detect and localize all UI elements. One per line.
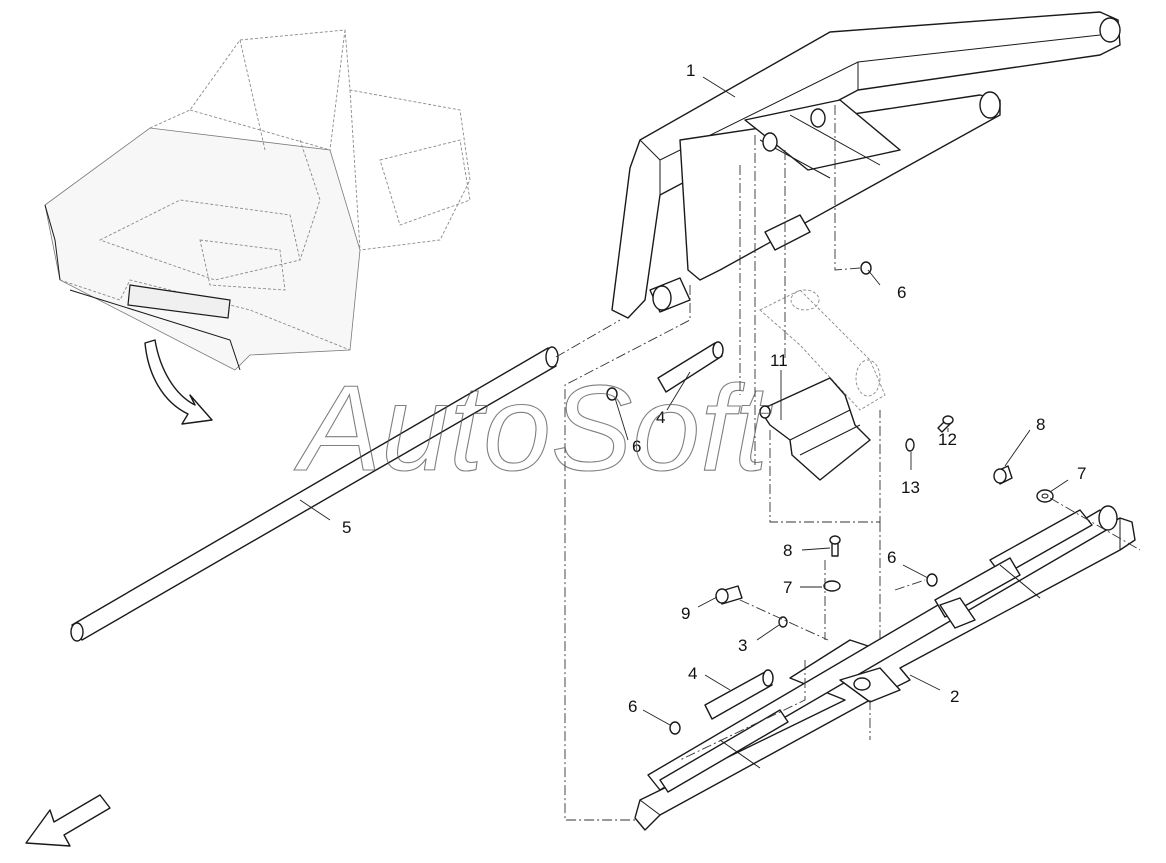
callout-11: 11 — [770, 351, 788, 370]
pin-part-4-upper — [657, 341, 724, 393]
callout-6-top: 6 — [897, 283, 906, 302]
curved-arrow-icon — [144, 339, 213, 425]
callout-6-right: 6 — [887, 548, 896, 567]
bracket-part-11 — [759, 289, 886, 481]
callout-8-lower: 8 — [783, 541, 792, 560]
callout-5: 5 — [342, 518, 351, 537]
callout-13: 13 — [901, 478, 920, 497]
fasteners — [606, 261, 1054, 735]
callout-1: 1 — [686, 61, 695, 80]
leader-lines — [299, 76, 1069, 726]
callout-6-bottom: 6 — [628, 697, 637, 716]
assembly-lines — [555, 105, 1141, 821]
callout-8-right: 8 — [1036, 415, 1045, 434]
upper-frame-part-1 — [611, 11, 1121, 319]
direction-arrow-icon — [25, 794, 111, 847]
pin-part-4-lower — [704, 669, 774, 720]
callout-12: 12 — [938, 430, 957, 449]
callout-7-lower: 7 — [783, 578, 792, 597]
callout-9: 9 — [681, 604, 690, 623]
lower-frame-part-2 — [634, 505, 1136, 831]
callout-4-lower: 4 — [688, 664, 697, 683]
callout-3: 3 — [738, 636, 747, 655]
callout-4-upper: 4 — [656, 408, 665, 427]
callout-2: 2 — [950, 687, 959, 706]
long-rod-part-5 — [70, 346, 559, 642]
callout-7-right: 7 — [1077, 464, 1086, 483]
callouts: 1 2 3 4 4 5 6 6 6 6 7 7 8 8 9 11 12 13 — [342, 61, 1086, 716]
machine-overview — [44, 29, 471, 371]
watermark: AutoSoft — [293, 360, 773, 496]
callout-6-mid: 6 — [632, 437, 641, 456]
